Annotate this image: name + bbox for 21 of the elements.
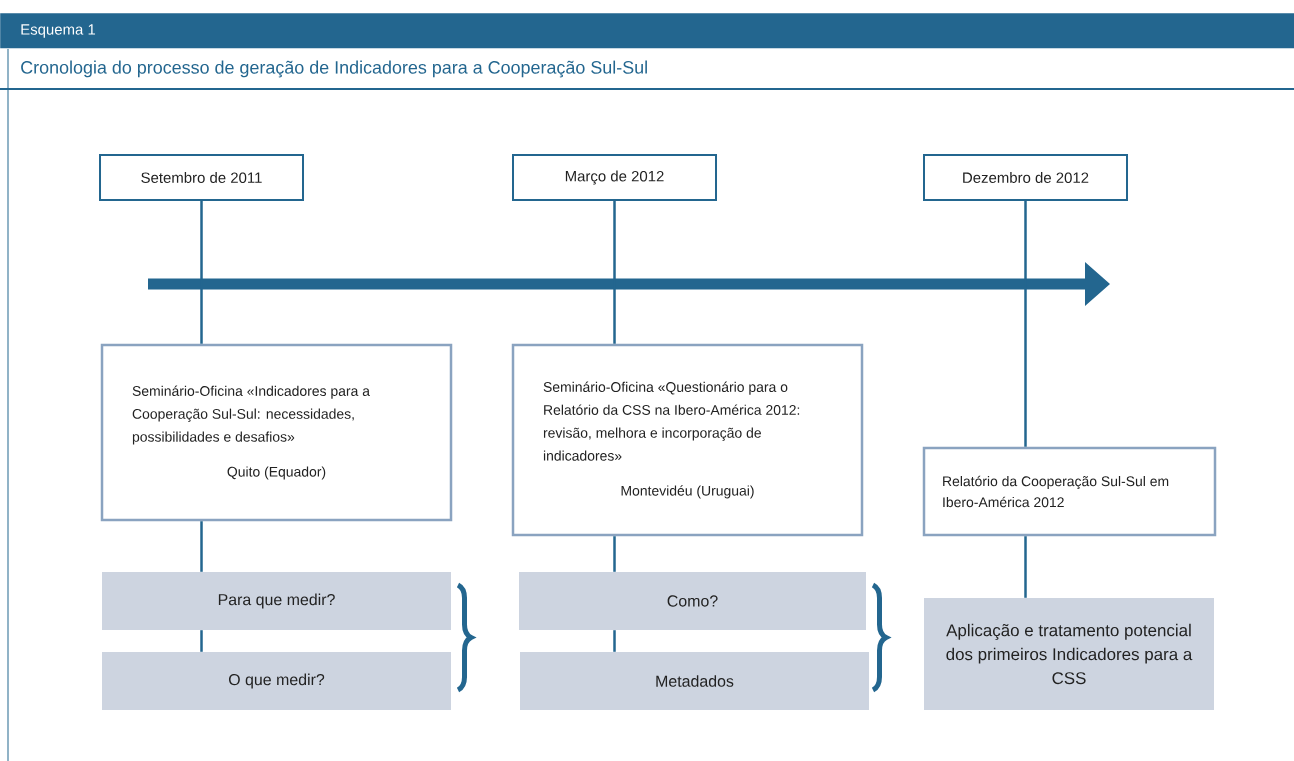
outcome-box: Aplicação e tratamento potencial dos primeiros Indicadores para a CSS: [924, 598, 1214, 710]
connector-line: [200, 521, 203, 572]
topic-box: Para que medir?: [102, 572, 451, 630]
connector-line: [200, 630, 203, 652]
topic-box: Metadados: [520, 652, 869, 710]
connector-line: [1024, 536, 1027, 598]
caption-text: Cronologia do processo de geração de Indicadores para a Cooperação Sul-Sul: [21, 60, 647, 78]
connector-line: [613, 536, 616, 572]
event-box: Seminário-Oficina «Indicadores para a Cooperação Sul-Sul: necessidades, possibilidades e desafios» Quito (Equador): [100, 343, 453, 522]
event-box: Seminário-Oficina «Questionário para o Relatório da CSS na Ibero-América 2012: revisão, melhora e incorporação de indicadores» Montevidéu (Uruguai): [511, 343, 864, 537]
connector-line: [200, 201, 203, 344]
event-box: Relatório da Cooperação Sul-Sul em Ibero-América 2012: [922, 446, 1217, 537]
connector-line: [613, 630, 616, 652]
connector-line: [1024, 201, 1027, 447]
date-box: Setembro de 2011: [99, 154, 304, 201]
connector-line: [613, 201, 616, 344]
date-box: Março de 2012: [512, 154, 717, 201]
date-box: Dezembro de 2012: [923, 154, 1128, 201]
topic-box: O que medir?: [102, 652, 451, 710]
header-title: Esquema 1: [21, 24, 96, 38]
topic-box: Como?: [519, 572, 866, 630]
